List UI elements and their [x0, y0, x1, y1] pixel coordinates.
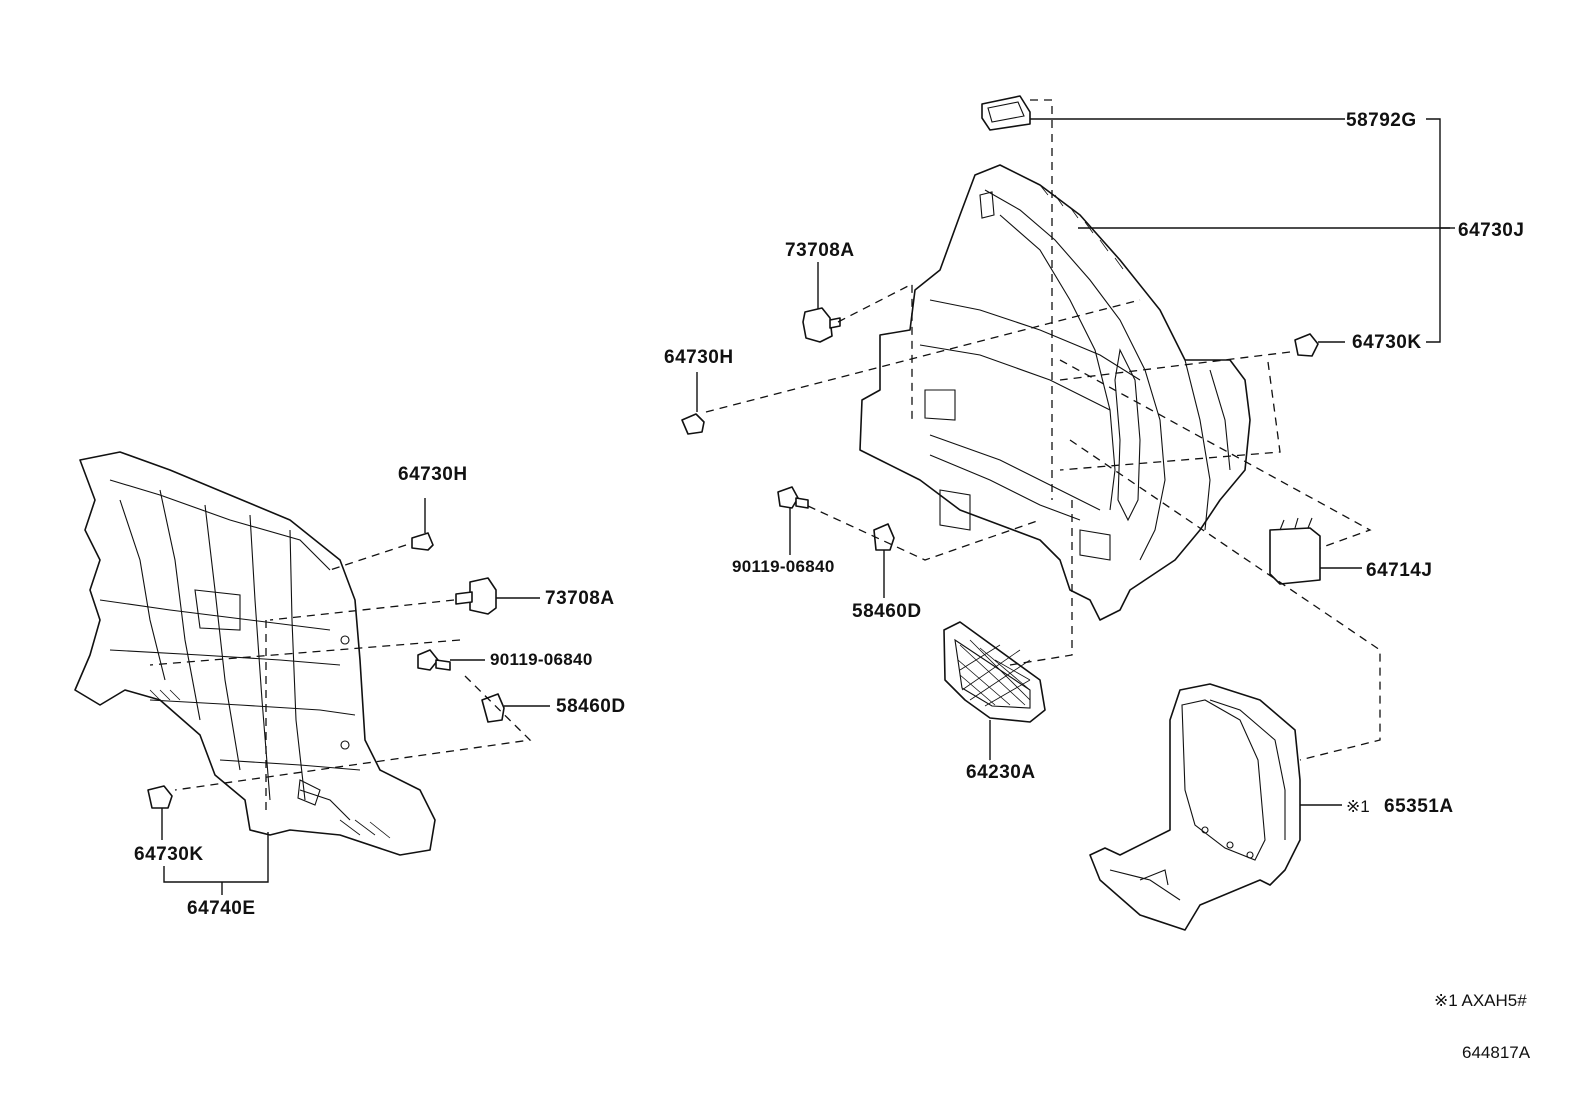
label-64730K-left: 64730K [134, 844, 204, 865]
label-64714J: 64714J [1366, 560, 1432, 581]
left-dashed-guides [149, 544, 532, 810]
bolt-90119-06840-center [777, 486, 809, 555]
fastener-73708A-left [455, 577, 540, 615]
fastener-73708A-top [802, 262, 841, 343]
mark-65351A: ※1 [1346, 797, 1370, 816]
label-64740E: 64740E [187, 898, 256, 919]
label-64730H-top: 64730H [664, 347, 734, 368]
footnote-axah5: ※1 AXAH5# [1434, 991, 1527, 1010]
right-trim-panel-64730J [859, 164, 1251, 621]
label-58792G: 58792G [1346, 110, 1417, 131]
clip-64730H-left [411, 498, 434, 551]
label-58460D-center: 58460D [852, 601, 922, 622]
clip-64730K-left [147, 785, 173, 840]
box-65351A [1089, 683, 1342, 931]
nut-58460D-center [873, 523, 895, 598]
label-64730K-right: 64730K [1352, 332, 1422, 353]
label-64230A: 64230A [966, 762, 1036, 783]
nut-58460D-left [481, 693, 550, 723]
right-dashed-guides [705, 99, 1381, 761]
label-90119-left: 90119-06840 [490, 650, 593, 669]
label-73708A-left: 73708A [545, 588, 615, 609]
label-73708A-top: 73708A [785, 240, 855, 261]
label-64730J: 64730J [1458, 220, 1524, 241]
cover-64714J [1269, 517, 1362, 585]
diagram-id: 644817A [1462, 1043, 1531, 1062]
label-65351A: 65351A [1384, 796, 1454, 817]
bracket-64730J [1078, 118, 1455, 343]
left-trim-panel [74, 451, 436, 856]
cover-58792G [981, 95, 1345, 131]
clip-64730H-top [681, 372, 705, 435]
bracket-64740E [163, 832, 269, 895]
label-64730H-left: 64730H [398, 464, 468, 485]
bolt-90119-06840-left [417, 649, 485, 671]
label-58460D-left: 58460D [556, 696, 626, 717]
net-64230A [943, 621, 1046, 760]
clip-64730K-right [1294, 333, 1345, 357]
label-90119-center: 90119-06840 [732, 557, 835, 576]
